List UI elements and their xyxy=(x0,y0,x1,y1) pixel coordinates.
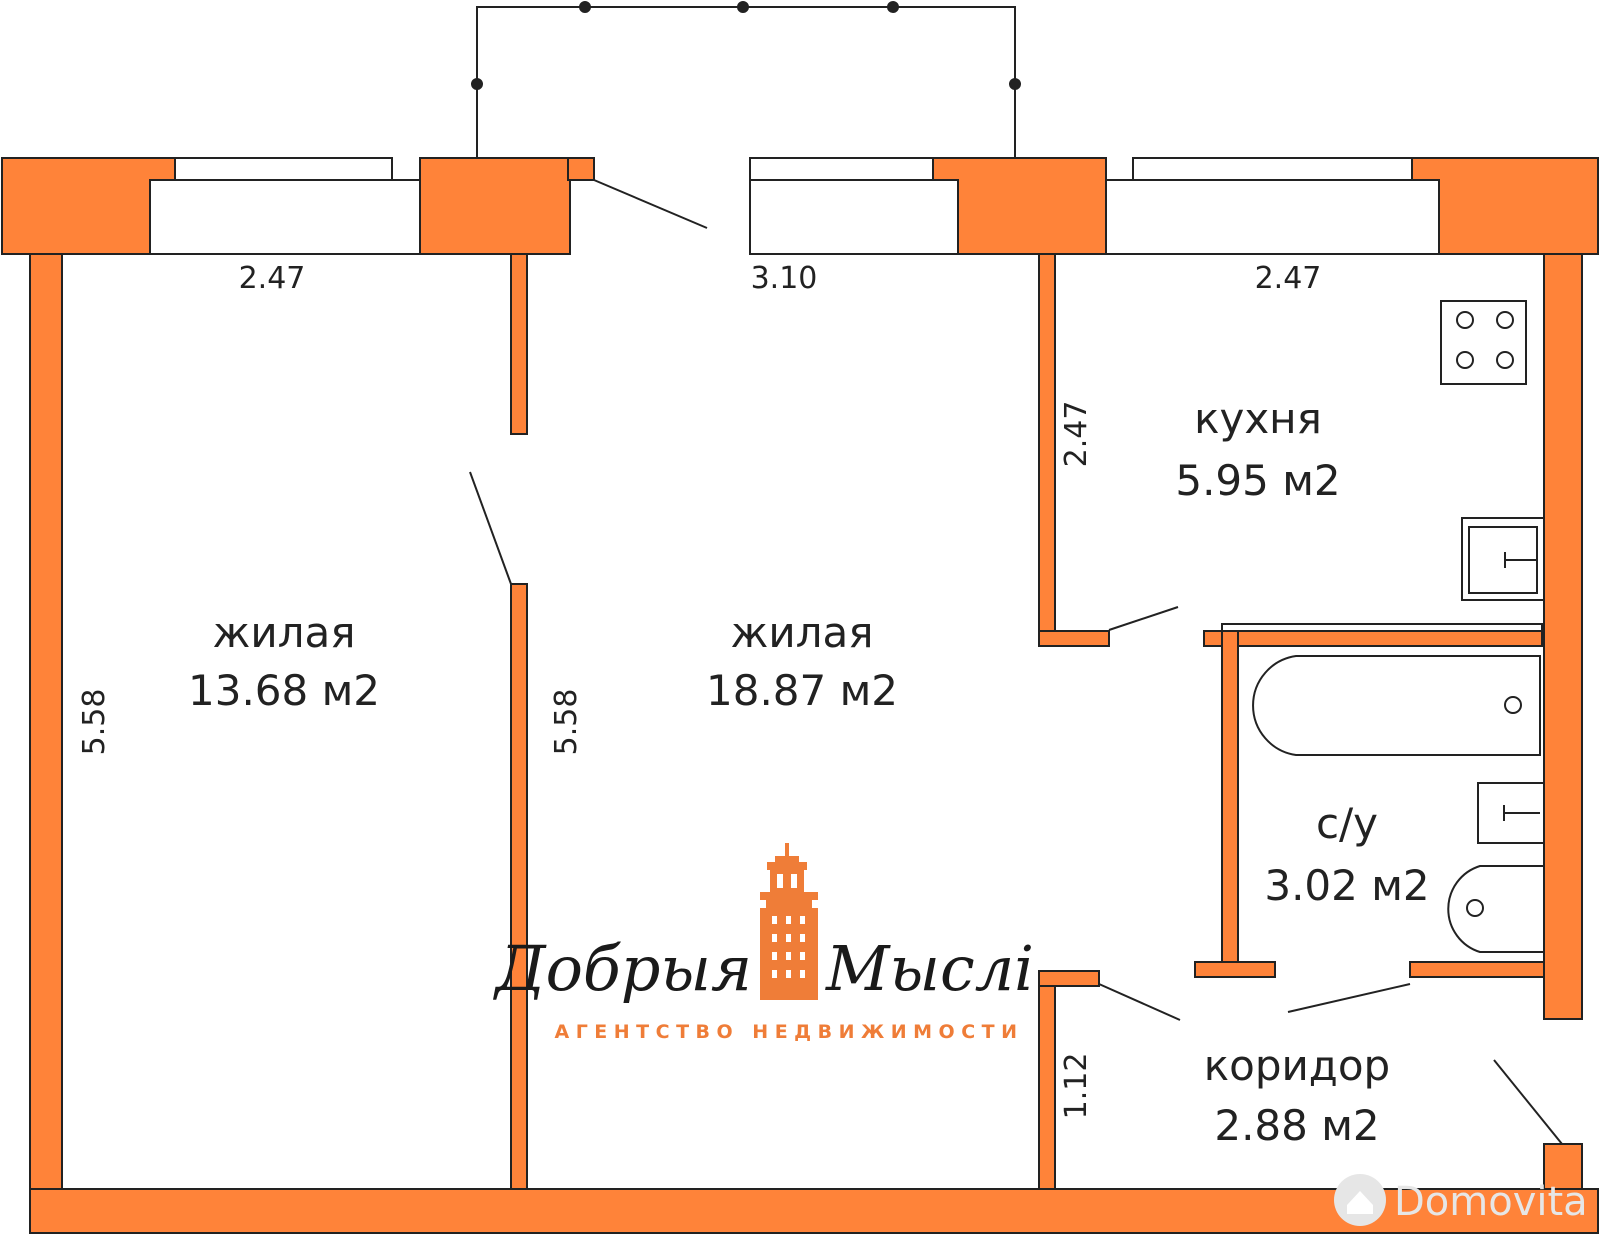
doors xyxy=(469,179,1563,1145)
dim-living-left-width: 2.47 xyxy=(239,261,306,296)
watermark: Domovita xyxy=(1334,1174,1588,1226)
room-bathroom-name: с/у xyxy=(1316,799,1378,848)
logo: Добрыя Мыслі АГЕНТСТВО НЕДВИЖИМОСТИ xyxy=(492,843,1034,1043)
watermark-text: Domovita xyxy=(1394,1179,1588,1225)
room-corridor-area: 2.88 м2 xyxy=(1214,1101,1379,1150)
dim-living-mid-depth: 5.58 xyxy=(549,689,584,756)
room-living-mid-name: жилая xyxy=(731,608,874,657)
room-labels: жилая 13.68 м2 жилая 18.87 м2 кухня 5.95… xyxy=(188,394,1430,1150)
logo-brand-right: Мыслі xyxy=(825,932,1034,1005)
room-living-left-area: 13.68 м2 xyxy=(188,666,380,715)
dimensions: 2.47 3.10 2.47 2.47 5.58 5.58 1.12 xyxy=(77,261,1321,1119)
dim-living-left-depth: 5.58 xyxy=(77,689,112,756)
tower-icon xyxy=(760,843,818,1000)
dim-corridor-depth: 1.12 xyxy=(1059,1053,1094,1120)
washbasin-icon xyxy=(1477,782,1545,844)
room-kitchen-area: 5.95 м2 xyxy=(1175,456,1340,505)
room-bathroom-area: 3.02 м2 xyxy=(1264,861,1429,910)
room-corridor-name: коридор xyxy=(1204,1041,1390,1090)
dim-kitchen-depth: 2.47 xyxy=(1059,401,1094,468)
logo-tagline: АГЕНТСТВО НЕДВИЖИМОСТИ xyxy=(554,1021,1023,1043)
toilet-icon xyxy=(1447,865,1544,953)
room-living-mid-area: 18.87 м2 xyxy=(706,666,898,715)
house-icon xyxy=(1334,1174,1386,1226)
logo-brand-left: Добрыя xyxy=(492,932,752,1005)
walls xyxy=(1,157,1599,1234)
balcony xyxy=(471,1,1021,158)
room-living-left-name: жилая xyxy=(213,608,356,657)
dim-kitchen-width: 2.47 xyxy=(1255,261,1322,296)
sink-icon xyxy=(1461,517,1545,601)
bathtub-icon xyxy=(1252,655,1541,756)
room-kitchen-name: кухня xyxy=(1194,394,1322,443)
stove-icon xyxy=(1440,300,1527,385)
dim-living-mid-width: 3.10 xyxy=(751,261,818,296)
